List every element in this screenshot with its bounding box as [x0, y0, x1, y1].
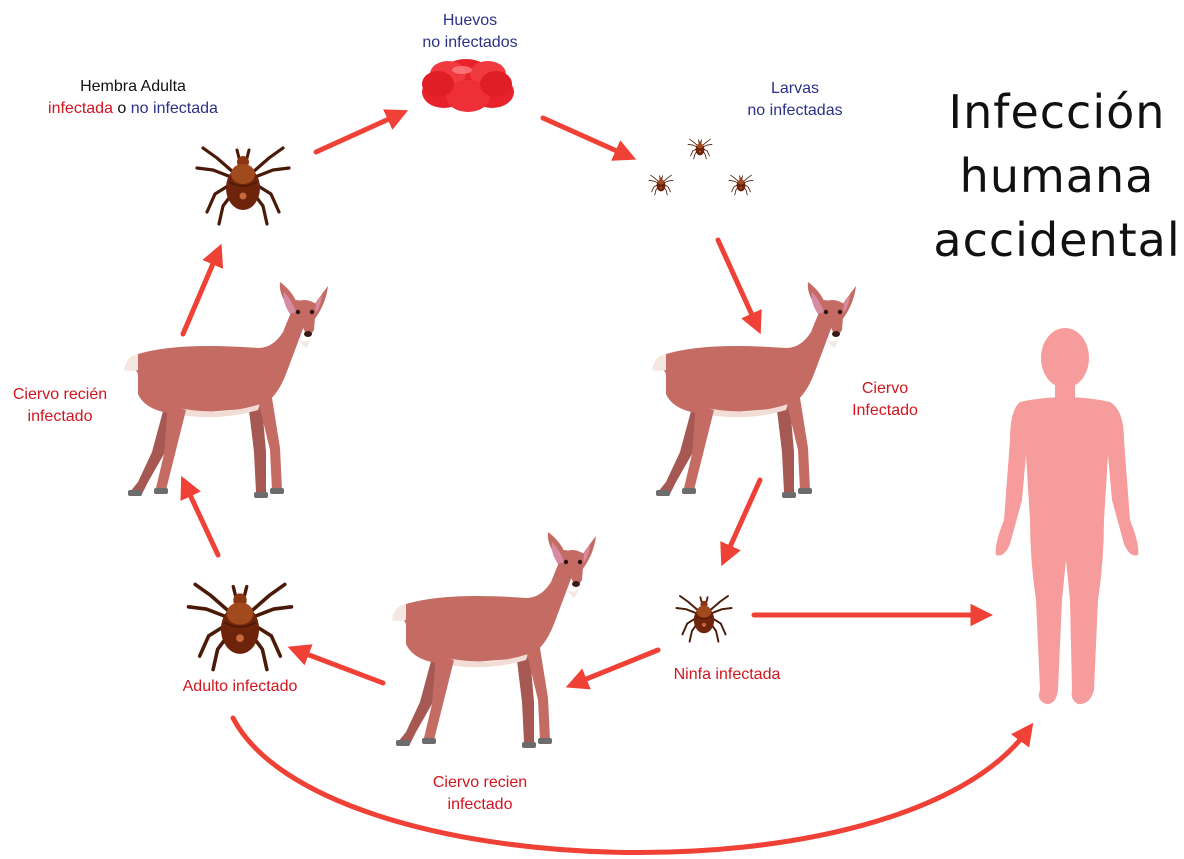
- cycle-arrows: [183, 114, 1028, 853]
- tick-icon-larva-1: [688, 139, 712, 159]
- label-ciervo-recien-izq-line1: Ciervo recién: [0, 384, 120, 406]
- label-ciervo-infectado-line1: Ciervo: [830, 378, 940, 400]
- tick-icon-larva-3: [729, 175, 753, 195]
- tick-icon-hembra: [197, 148, 289, 224]
- arrow-hembra-to-huevos: [316, 114, 400, 152]
- tick-icon-larva-2: [649, 175, 673, 195]
- label-hembra-no-infectada: no infectada: [131, 100, 218, 117]
- arrow-adulto-to-human: [233, 718, 1028, 853]
- label-larvas-line1: Larvas: [720, 78, 870, 100]
- deer-icon-bottom: [392, 532, 596, 748]
- label-ciervo-recien-izq: Ciervo recién infectado: [0, 384, 120, 428]
- label-larvas: Larvas no infectadas: [720, 78, 870, 122]
- arrow-ciervo-to-hembra: [183, 252, 218, 334]
- label-huevos-line2: no infectados: [400, 32, 540, 54]
- label-ciervo-recien-abajo: Ciervo recien infectado: [400, 772, 560, 816]
- label-hembra-or: o: [113, 100, 131, 117]
- label-ninfa: Ninfa infectada: [642, 664, 812, 686]
- label-ciervo-recien-abajo-line1: Ciervo recien: [400, 772, 560, 794]
- arrow-larvas-to-ciervo: [718, 240, 757, 326]
- label-ciervo-recien-abajo-line2: infectado: [400, 794, 560, 816]
- label-hembra-infectada: infectada: [48, 100, 113, 117]
- deer-icon-left: [124, 282, 328, 498]
- title-line3: accidental: [930, 208, 1184, 272]
- label-huevos-line1: Huevos: [400, 10, 540, 32]
- label-larvas-line2: no infectadas: [720, 100, 870, 122]
- label-hembra-adulta: Hembra Adulta infectada o no infectada: [8, 76, 258, 120]
- title-infeccion-humana: Infección humana accidental: [930, 80, 1184, 272]
- tick-icon-ninfa: [676, 596, 731, 642]
- label-ninfa-text: Ninfa infectada: [642, 664, 812, 686]
- title-line2: humana: [930, 144, 1184, 208]
- label-hembra-line2: infectada o no infectada: [8, 98, 258, 120]
- tick-icon-adulto: [188, 584, 291, 669]
- label-ciervo-infectado-line2: Infectado: [830, 400, 940, 422]
- label-adulto: Adulto infectado: [150, 676, 330, 698]
- human-silhouette-icon: [996, 328, 1139, 704]
- label-huevos: Huevos no infectados: [400, 10, 540, 54]
- arrow-huevos-to-larvas: [543, 118, 628, 156]
- label-ciervo-recien-izq-line2: infectado: [0, 406, 120, 428]
- label-ciervo-infectado: Ciervo Infectado: [830, 378, 940, 422]
- egg-cluster-icon: [422, 59, 514, 112]
- title-line1: Infección: [930, 80, 1184, 144]
- arrow-ciervo-to-ninfa: [725, 480, 760, 558]
- label-hembra-line1: Hembra Adulta: [8, 76, 258, 98]
- arrow-adulto-to-ciervo: [185, 484, 218, 555]
- label-adulto-text: Adulto infectado: [150, 676, 330, 698]
